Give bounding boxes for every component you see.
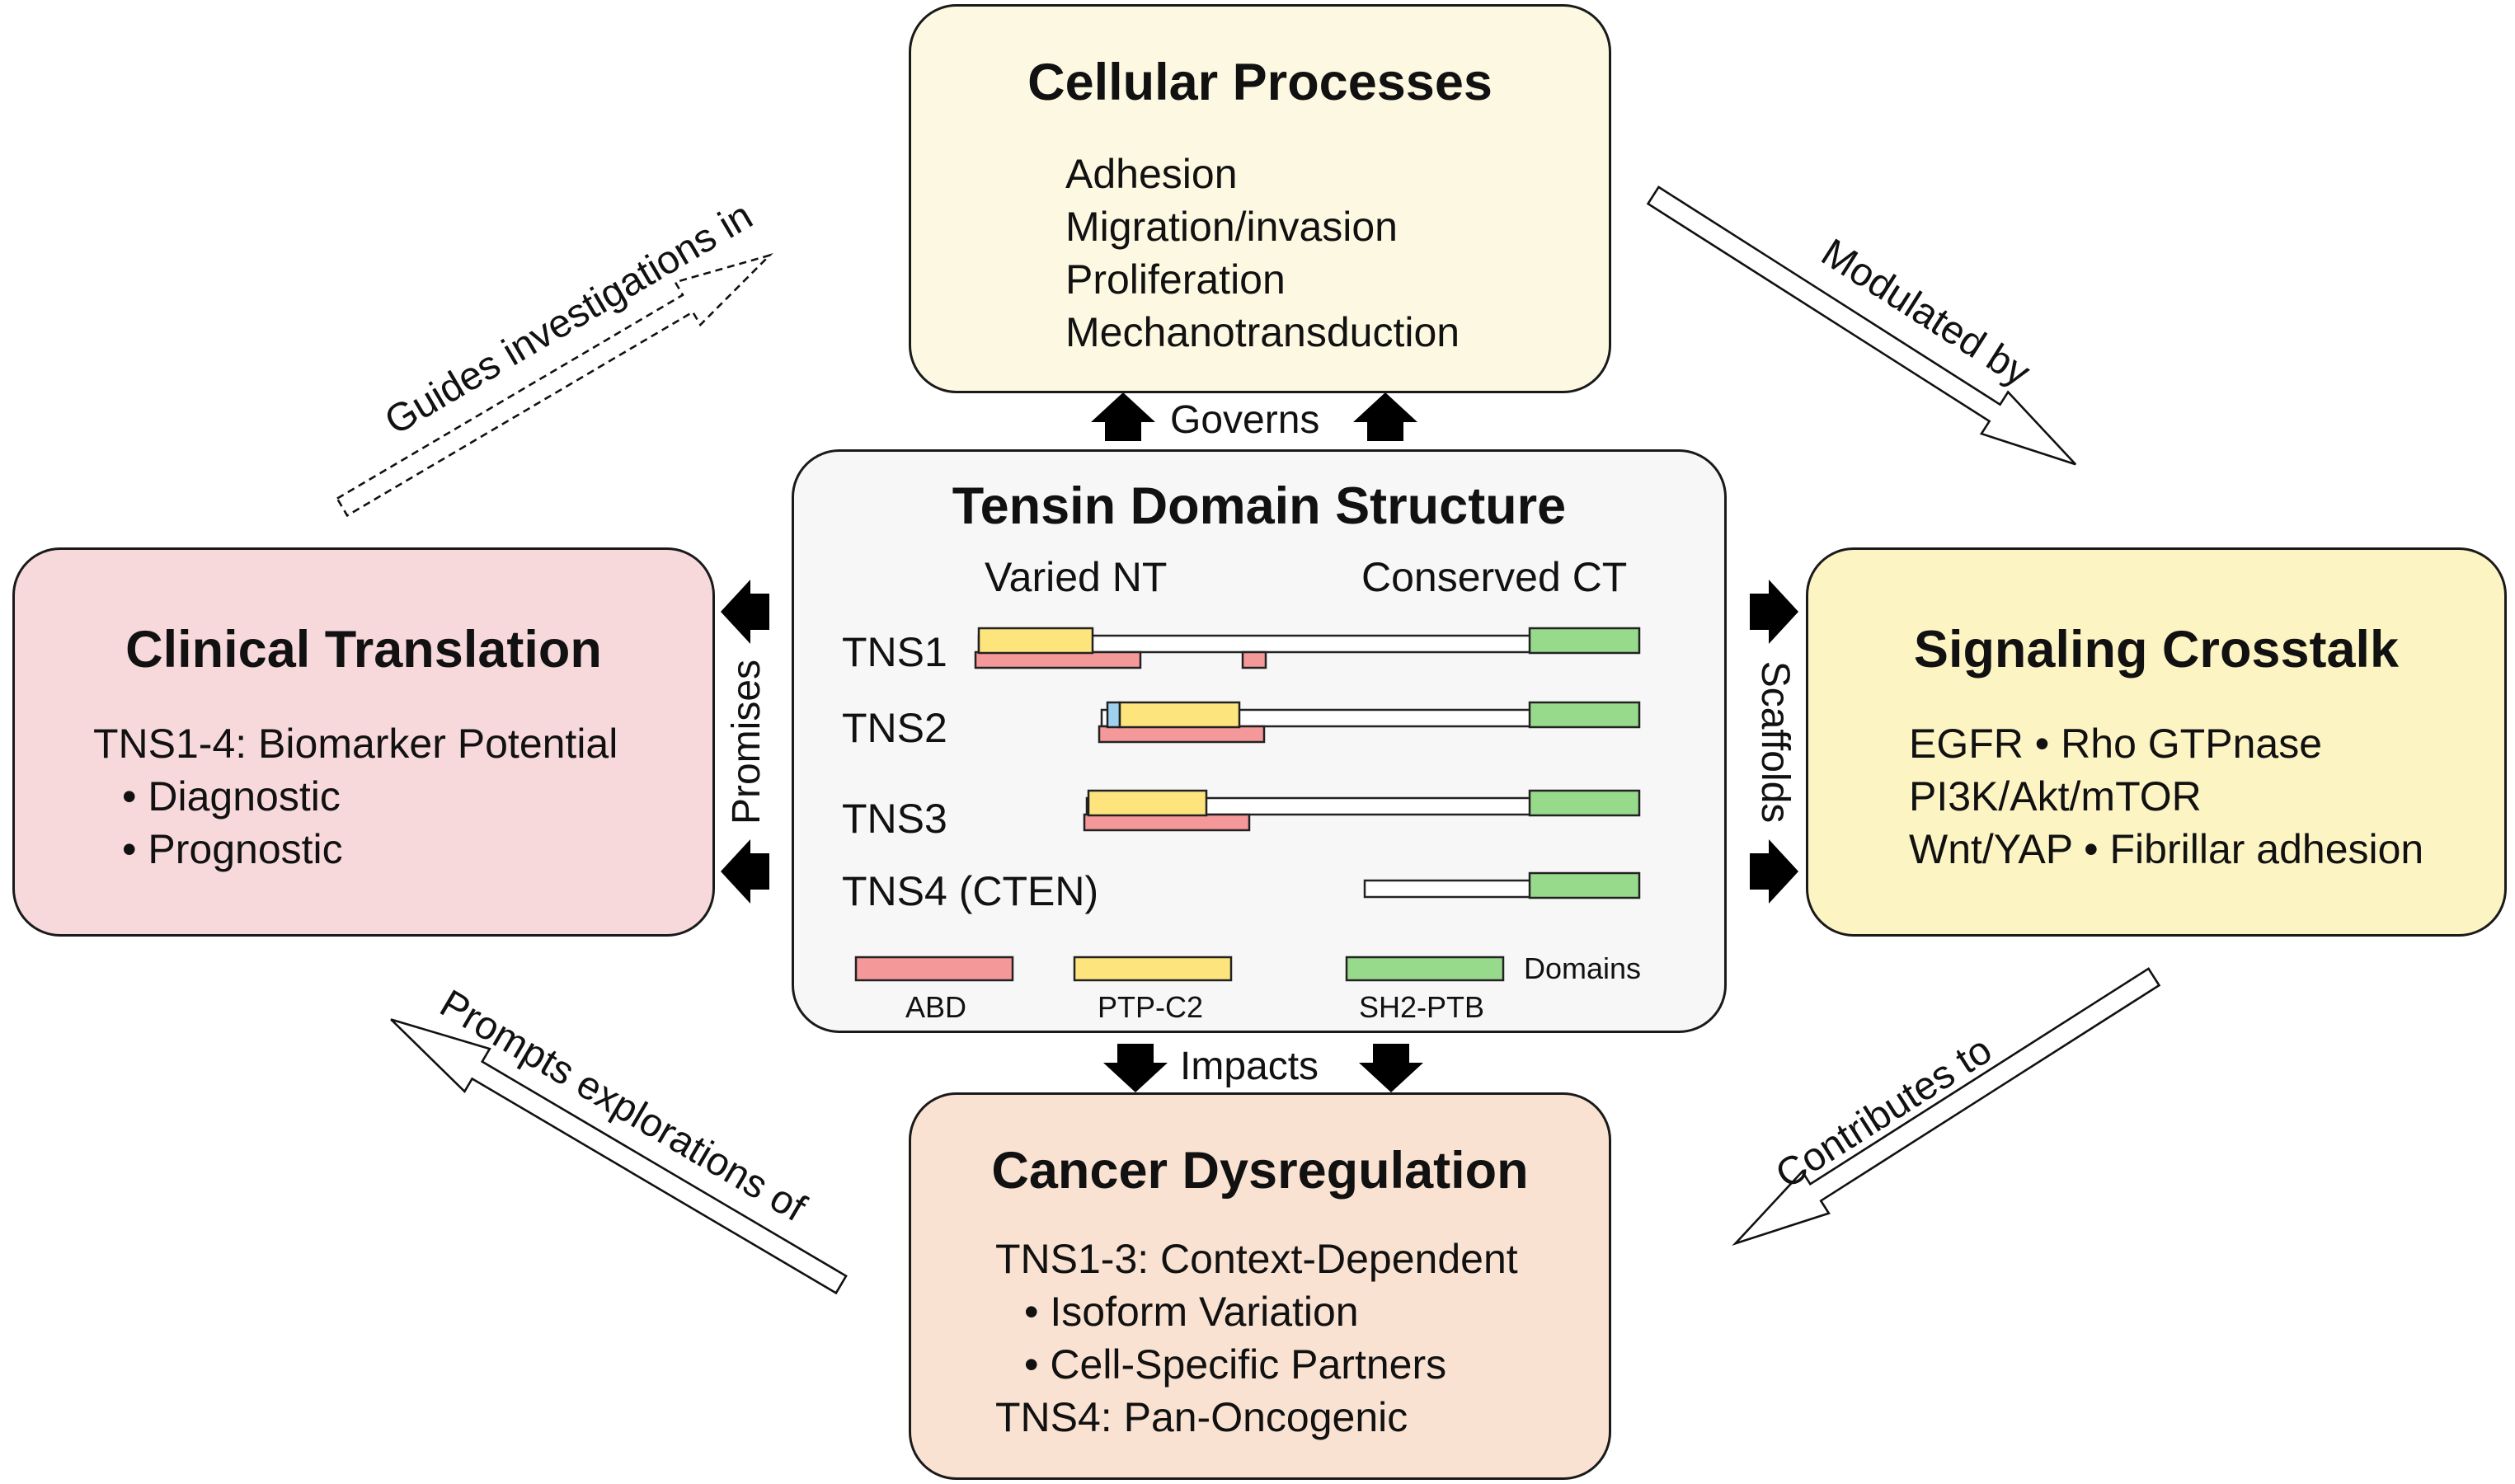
ct-label: Conserved CT (1361, 554, 1628, 600)
legend-abd-swatch (854, 956, 1014, 982)
signaling-crosstalk-box: Signaling Crosstalk EGFR • Rho GTPnase P… (1806, 547, 2507, 937)
legend-abd-label: ABD (905, 990, 967, 1024)
cellular-item: Migration/invasion (1065, 204, 1398, 250)
scaffolds-label: Scaffolds (1753, 660, 1797, 824)
legend-ptp-swatch (1073, 956, 1233, 982)
row-label: TNS2 (842, 705, 947, 751)
governs-arrows (1091, 392, 1417, 441)
prompts-arrow (378, 998, 853, 1306)
tensin-domain-box: Tensin Domain Structure Varied NT Conser… (792, 449, 1727, 1033)
contributes-arrow (1722, 956, 2167, 1265)
signaling-title: Signaling Crosstalk (1913, 621, 2400, 679)
clinical-line: • Prognostic (122, 826, 343, 872)
tensin-title: Tensin Domain Structure (952, 477, 1567, 535)
cancer-line: • Cell-Specific Partners (1024, 1341, 1447, 1388)
cancer-title: Cancer Dysregulation (991, 1142, 1529, 1200)
abd-domain (974, 650, 1142, 669)
promises-label: Promises (725, 659, 769, 825)
cancer-line: TNS4: Pan-Oncogenic (995, 1394, 1408, 1440)
promises-arrows (721, 580, 769, 904)
abd-domain (1098, 725, 1266, 744)
cancer-dysregulation-box: Cancer Dysregulation TNS1-3: Context-Dep… (909, 1092, 1611, 1480)
legend-ptp-label: PTP-C2 (1098, 990, 1204, 1024)
clinical-title: Clinical Translation (125, 621, 602, 679)
modulated-arrow (1640, 175, 2089, 486)
clinical-translation-box: Clinical Translation TNS1-4: Biomarker P… (12, 547, 715, 937)
cellular-title: Cellular Processes (1027, 54, 1493, 111)
signaling-line: PI3K/Akt/mTOR (1909, 773, 2202, 819)
row-label: TNS4 (CTEN) (842, 868, 1099, 914)
row-label: TNS3 (842, 796, 947, 842)
clinical-line: • Diagnostic (122, 773, 341, 819)
ptp-c2-domain (1087, 789, 1208, 817)
sh2-ptb-domain (1528, 627, 1641, 655)
clinical-line: TNS1-4: Biomarker Potential (93, 721, 618, 767)
ptp-c2-domain (1118, 701, 1241, 729)
signaling-line: Wnt/YAP • Fibrillar adhesion (1909, 826, 2424, 872)
extra-domain (1106, 701, 1121, 729)
nt-label: Varied NT (985, 554, 1168, 600)
cancer-line: • Isoform Variation (1024, 1289, 1359, 1335)
sh2-ptb-domain (1528, 789, 1641, 817)
cancer-line: TNS1-3: Context-Dependent (995, 1236, 1518, 1282)
abd-domain (1083, 813, 1251, 832)
scaffolds-arrows (1750, 580, 1798, 904)
ptp-c2-domain (977, 627, 1094, 655)
abd-domain (1241, 650, 1267, 669)
cellular-processes-box: Cellular Processes Adhesion Migration/in… (909, 4, 1611, 393)
governs-label: Governs (1170, 398, 1320, 442)
row-label: TNS1 (842, 629, 947, 675)
cellular-item: Proliferation (1065, 256, 1286, 303)
impacts-arrows (1103, 1044, 1423, 1092)
cellular-item: Mechanotransduction (1065, 309, 1460, 355)
guides-arrow (330, 234, 783, 528)
sh2-ptb-domain (1528, 871, 1641, 899)
legend-sh2-swatch (1345, 956, 1505, 982)
impacts-label: Impacts (1180, 1045, 1319, 1088)
sh2-ptb-domain (1528, 701, 1641, 729)
legend-domains-label: Domains (1524, 951, 1642, 985)
legend-sh2-label: SH2-PTB (1359, 990, 1485, 1024)
signaling-line: EGFR • Rho GTPnase (1909, 721, 2323, 767)
cellular-item: Adhesion (1065, 151, 1238, 197)
domain-map (854, 627, 1641, 982)
